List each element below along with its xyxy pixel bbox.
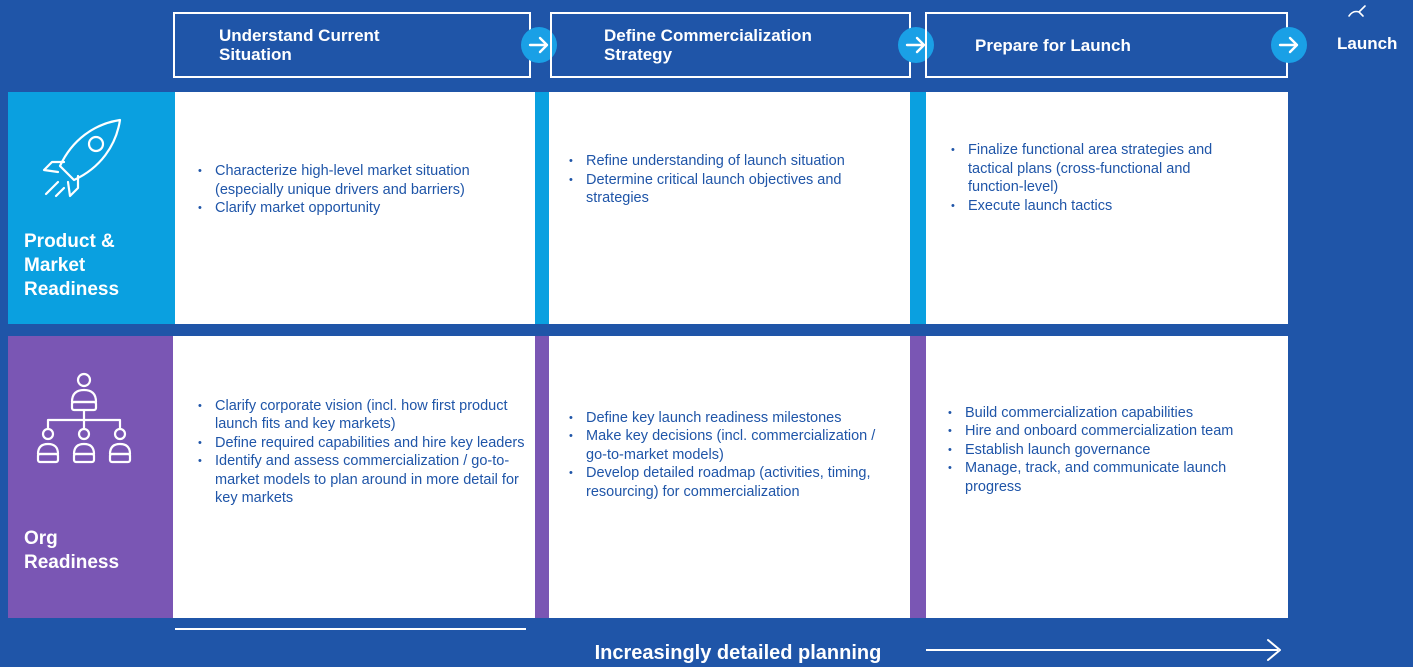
list-item: Develop detailed roadmap (activities, ti… [569, 464, 880, 501]
row-label-org: Org Readiness [24, 527, 119, 575]
footer-line-right [926, 649, 1278, 651]
list-item: Execute launch tactics [951, 197, 1236, 216]
list-item: Manage, track, and communicate launch pr… [948, 459, 1268, 496]
phase-title-line1: Define Commercialization [604, 26, 812, 45]
list-item: Hire and onboard commercialization team [948, 422, 1268, 441]
launch-label: Launch [1337, 34, 1398, 53]
phase-header-understand: Understand Current Situation [173, 12, 531, 78]
list-item: Define key launch readiness milestones [569, 409, 880, 428]
phase-header-define-strategy: Define Commercialization Strategy [550, 12, 911, 78]
cell-product-understand: Characterize high-level market situation… [175, 92, 535, 324]
phase-title-line2: Situation [219, 45, 292, 64]
list-item: Make key decisions (incl. commercializat… [569, 427, 880, 464]
footer-caption: Increasingly detailed planning [594, 642, 882, 664]
rocket-icon [34, 110, 130, 211]
row-label-line: Readiness [24, 279, 120, 300]
phase-title-line1: Understand Current [219, 26, 380, 45]
cell-org-understand: Clarify corporate vision (incl. how firs… [173, 336, 535, 618]
list-item: Identify and assess commercialization / … [198, 452, 527, 508]
row-label-line: Market [24, 255, 86, 276]
list-item: Establish launch governance [948, 441, 1268, 460]
list-item: Determine critical launch objectives and… [569, 171, 870, 208]
cell-org-prepare: Build commercialization capabilities Hir… [926, 336, 1288, 618]
row-label-line: Org [24, 528, 58, 549]
list-item: Clarify corporate vision (incl. how firs… [198, 397, 527, 434]
cell-product-define: Refine understanding of launch situation… [549, 92, 910, 324]
bullet-list: Build commercialization capabilities Hir… [948, 404, 1268, 497]
phase-header-prepare-launch: Prepare for Launch [925, 12, 1288, 78]
org-chart-icon [32, 370, 142, 495]
arrow-right-icon [1266, 638, 1288, 667]
list-item: Characterize high-level market situation… [198, 162, 515, 199]
arrow-right-icon [1271, 27, 1307, 63]
arrow-right-icon [898, 27, 934, 63]
bullet-list: Finalize functional area strategies and … [951, 141, 1236, 215]
footer-line-left [175, 628, 526, 630]
bullet-list: Clarify corporate vision (incl. how firs… [198, 397, 527, 508]
bullet-list: Refine understanding of launch situation… [569, 152, 870, 208]
list-item: Clarify market opportunity [198, 199, 515, 218]
cell-product-prepare: Finalize functional area strategies and … [926, 92, 1288, 324]
row-label-product-market: Product & Market Readiness [24, 230, 119, 302]
bullet-list: Characterize high-level market situation… [198, 162, 515, 218]
bullet-list: Define key launch readiness milestones M… [569, 409, 880, 502]
rocket-icon [1345, 0, 1395, 23]
list-item: Define required capabilities and hire ke… [198, 434, 527, 453]
row-label-line: Readiness [24, 552, 120, 573]
list-item: Build commercialization capabilities [948, 404, 1268, 423]
phase-title-line1: Prepare for Launch [975, 35, 1131, 55]
phase-title-line2: Strategy [604, 45, 673, 64]
cell-org-define: Define key launch readiness milestones M… [549, 336, 910, 618]
list-item: Refine understanding of launch situation [569, 152, 870, 171]
row-label-line: Product & [24, 231, 115, 252]
list-item: Finalize functional area strategies and … [951, 141, 1236, 197]
